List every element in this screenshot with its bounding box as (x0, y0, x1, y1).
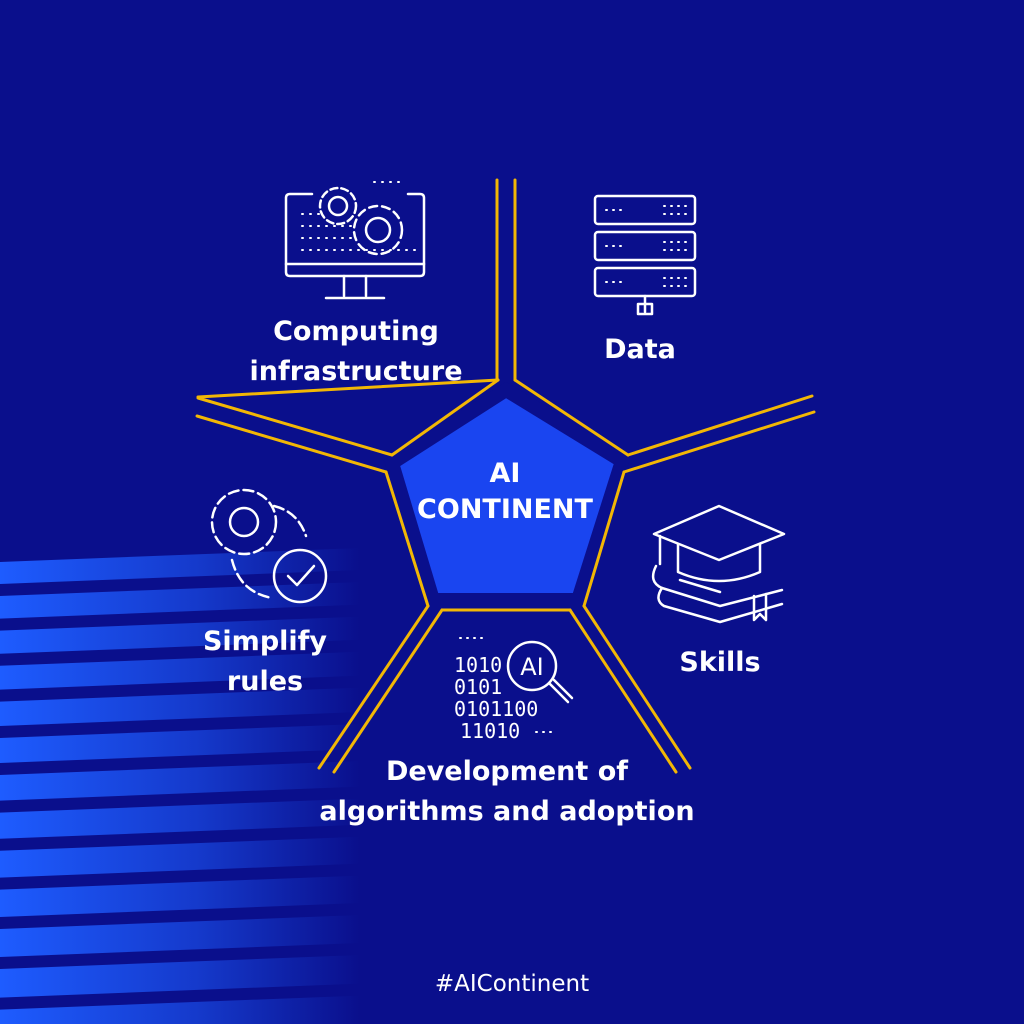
divider-bottom-left-a (317, 604, 430, 770)
gears-checkmark-icon (210, 488, 328, 604)
stripe (0, 687, 360, 726)
svg-text:0101100: 0101100 (454, 697, 538, 721)
svg-text:11010: 11010 (460, 719, 520, 743)
stripe (0, 724, 360, 763)
stripe (0, 616, 360, 654)
svg-text:AI: AI (520, 653, 544, 681)
svg-text:0101: 0101 (454, 675, 502, 699)
label-data: Data (580, 330, 700, 370)
label-simplify-rules: Simplify rules (190, 622, 340, 702)
divider-left-b (195, 414, 388, 474)
label-computing-line-2: infrastructure (249, 356, 463, 387)
label-computing-line-1: Computing (273, 316, 439, 347)
divider-left-a (196, 396, 394, 457)
computer-gears-icon (284, 181, 426, 300)
stripe (0, 798, 360, 839)
pentagon-outline (390, 378, 500, 457)
divider-right-b (622, 410, 816, 474)
center-pentagon (383, 381, 631, 607)
stripe (0, 582, 360, 619)
label-skills-line-1: Skills (679, 647, 761, 678)
divider-bottom-right-b (568, 608, 678, 774)
divider-bottom-right-a (582, 604, 692, 770)
divider-bottom-left-b (332, 608, 444, 774)
server-stack-icon (593, 194, 697, 316)
stripe (0, 995, 360, 1024)
stripe (0, 955, 360, 998)
label-computing-infrastructure: Computing infrastructure (236, 312, 476, 392)
ai-binary-search-icon: AI 1010 0101 0101100 11010 (454, 637, 574, 743)
pentagon-outline-4 (384, 470, 430, 608)
label-algorithms-line-2: algorithms and adoption (319, 796, 695, 827)
center-title-line-2: CONTINENT (417, 494, 593, 525)
stripe (0, 875, 360, 917)
center-title: AI CONTINENT (400, 456, 610, 528)
stripe (0, 761, 360, 801)
label-data-line-1: Data (604, 334, 676, 365)
stripe (0, 651, 360, 690)
label-algorithms-line-1: Development of (385, 756, 629, 787)
pentagon-outline-2 (513, 378, 630, 457)
divider-right-a (626, 394, 814, 457)
divider-left-upper (196, 378, 500, 399)
hashtag: #AIContinent (434, 971, 590, 997)
pentagon-outline-3 (582, 470, 626, 608)
stripe (0, 915, 360, 957)
label-development-of-algorithms: Development of algorithms and adoption (302, 752, 712, 832)
label-rules-line-1: Simplify (202, 626, 328, 657)
stripe (0, 548, 360, 584)
svg-text:1010: 1010 (454, 653, 502, 677)
center-title-line-1: AI (489, 458, 521, 489)
graduation-cap-book-icon (651, 504, 786, 624)
stripe (0, 836, 360, 878)
label-skills: Skills (660, 643, 780, 683)
divider-lines (195, 178, 816, 774)
label-rules-line-2: rules (226, 666, 304, 697)
